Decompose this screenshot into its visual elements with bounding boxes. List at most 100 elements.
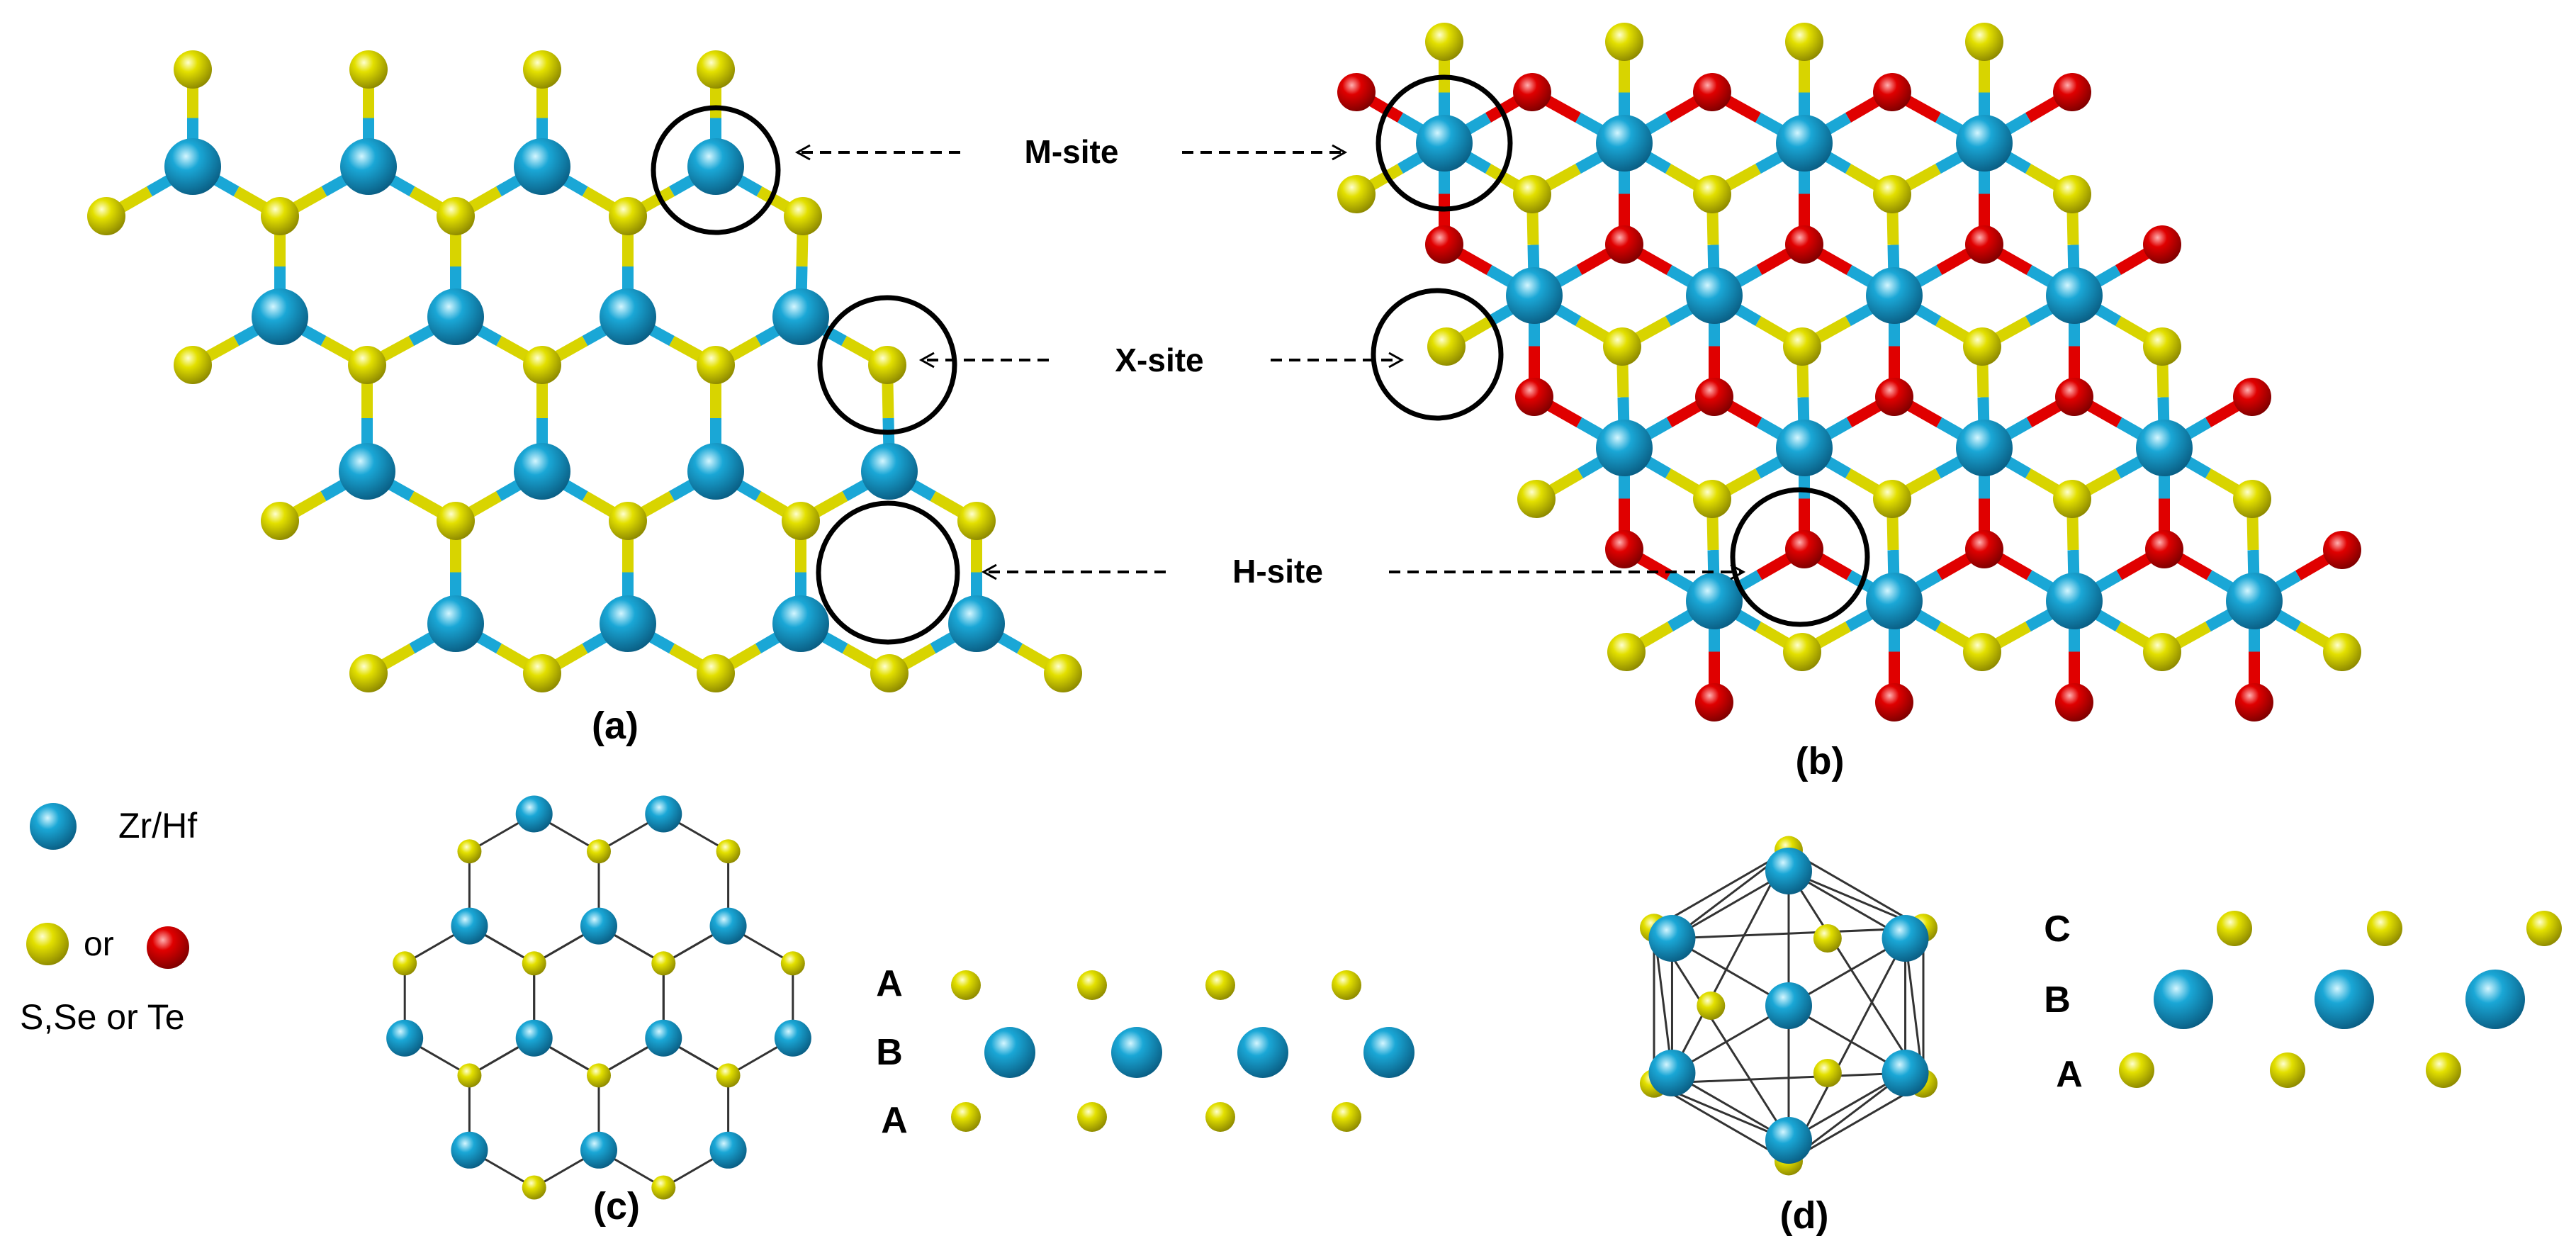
chalcogen-atom — [1205, 1102, 1235, 1132]
m-site-circle-b — [1376, 74, 1513, 212]
chalcogen-atom — [1517, 480, 1556, 518]
metal-atom — [386, 1019, 424, 1057]
hexagon-cell — [597, 812, 730, 965]
chalcogen-atom — [1697, 992, 1726, 1020]
metal-atom — [514, 138, 570, 195]
chalcogen-atom — [782, 502, 820, 540]
metal-atom — [984, 1027, 1035, 1078]
metal-atom — [600, 595, 656, 652]
chalcogen-atom — [1873, 175, 1911, 213]
chalcogen-atom — [1605, 23, 1643, 61]
chalcogen-atom — [780, 951, 805, 976]
metal-atom — [1956, 420, 2013, 476]
legend-chalcogen-alt-atom — [147, 926, 189, 969]
chalcogen-atom — [609, 502, 647, 540]
chalcogen-atom — [1205, 970, 1235, 1000]
lattice-line — [1653, 927, 1790, 1141]
metal-atom — [2465, 970, 2525, 1029]
hexagon-cell — [533, 924, 665, 1077]
metal-atom — [1596, 115, 1653, 172]
chalcogen-atom — [587, 1063, 611, 1088]
panel-d-stacking — [2119, 911, 2562, 1088]
chalcogen-alt-atom — [1785, 530, 1823, 568]
chalcogen-atom — [697, 654, 735, 692]
chalcogen-atom — [348, 346, 386, 384]
metal-atom — [580, 907, 617, 945]
chalcogen-atom — [261, 197, 299, 235]
metal-atom — [861, 443, 918, 500]
stack-d-label-top: C — [2044, 909, 2071, 950]
lattice-line — [1787, 938, 1906, 1162]
metal-atom — [1237, 1027, 1288, 1078]
panel-c-lattice — [386, 795, 811, 1200]
chalcogen-atom — [2526, 911, 2562, 946]
chalcogen-atom — [2143, 633, 2181, 671]
chalcogen-atom — [2119, 1052, 2154, 1088]
lattice-line — [1653, 1072, 1906, 1085]
chalcogen-atom — [651, 1175, 676, 1200]
chalcogen-alt-atom — [1965, 225, 2003, 264]
chalcogen-atom — [393, 951, 417, 976]
chalcogen-alt-atom — [1875, 378, 1913, 416]
chalcogen-alt-atom — [1965, 530, 2003, 568]
hexagon-cell — [597, 1036, 730, 1189]
chalcogen-atom — [1783, 633, 1821, 671]
legend-chalcogen-label: S,Se or Te — [20, 997, 185, 1037]
chalcogen-atom — [957, 502, 996, 540]
m-site-label: M-site — [1025, 133, 1119, 170]
stack-c-label-top: A — [876, 963, 903, 1004]
chalcogen-atom — [1873, 480, 1911, 518]
metal-atom — [1363, 1027, 1414, 1078]
chalcogen-alt-atom — [1425, 225, 1463, 264]
chalcogen-atom — [587, 839, 611, 864]
metal-atom — [687, 443, 744, 500]
chalcogen-atom — [457, 1063, 482, 1088]
metal-atom — [1648, 1050, 1696, 1096]
chalcogen-atom — [1693, 480, 1731, 518]
chalcogen-atom — [522, 951, 546, 976]
chalcogen-atom — [1044, 654, 1082, 692]
chalcogen-alt-atom — [1695, 378, 1733, 416]
metal-atom — [2046, 267, 2103, 324]
chalcogen-atom — [1813, 924, 1842, 953]
chalcogen-alt-atom — [2055, 378, 2093, 416]
chalcogen-alt-atom — [1337, 73, 1376, 111]
chalcogen-atom — [2143, 327, 2181, 366]
metal-atom — [515, 1019, 553, 1057]
chalcogen-atom — [651, 951, 676, 976]
lattice-line — [1787, 870, 1925, 1084]
hexagon-cell — [403, 924, 536, 1077]
hexagon-cell — [662, 924, 794, 1077]
metal-atom — [774, 1019, 811, 1057]
chalcogen-atom — [522, 1175, 546, 1200]
metal-atom — [645, 795, 682, 833]
metal-atom — [1686, 573, 1743, 629]
metal-atom — [515, 795, 553, 833]
metal-atom — [451, 907, 488, 945]
metal-atom — [1776, 115, 1833, 172]
chalcogen-alt-atom — [1873, 73, 1911, 111]
chalcogen-alt-atom — [2323, 531, 2361, 569]
panel-d-lattice — [1639, 836, 1938, 1176]
stack-d-label-bottom: A — [2056, 1054, 2083, 1095]
h-site-circle-a — [816, 500, 960, 645]
chalcogen-alt-atom — [2055, 683, 2093, 721]
chalcogen-atom — [716, 839, 741, 864]
chalcogen-atom — [870, 654, 909, 692]
metal-atom — [1956, 115, 2013, 172]
metal-atom — [2136, 420, 2193, 476]
chalcogen-atom — [457, 839, 482, 864]
chalcogen-atom — [2367, 911, 2402, 946]
metal-atom — [514, 443, 570, 500]
stack-c-label-bottom: A — [881, 1100, 908, 1141]
metal-atom — [339, 443, 395, 500]
panel-label-b: (b) — [1796, 740, 1845, 782]
metal-atom — [1765, 982, 1812, 1029]
x-site-label: X-site — [1115, 342, 1203, 378]
chalcogen-alt-atom — [2143, 225, 2181, 264]
lattice-line — [1672, 926, 1924, 940]
chalcogen-atom — [523, 50, 561, 89]
chalcogen-atom — [1337, 175, 1376, 213]
metal-atom — [1765, 1117, 1812, 1164]
metal-atom — [1648, 915, 1696, 962]
